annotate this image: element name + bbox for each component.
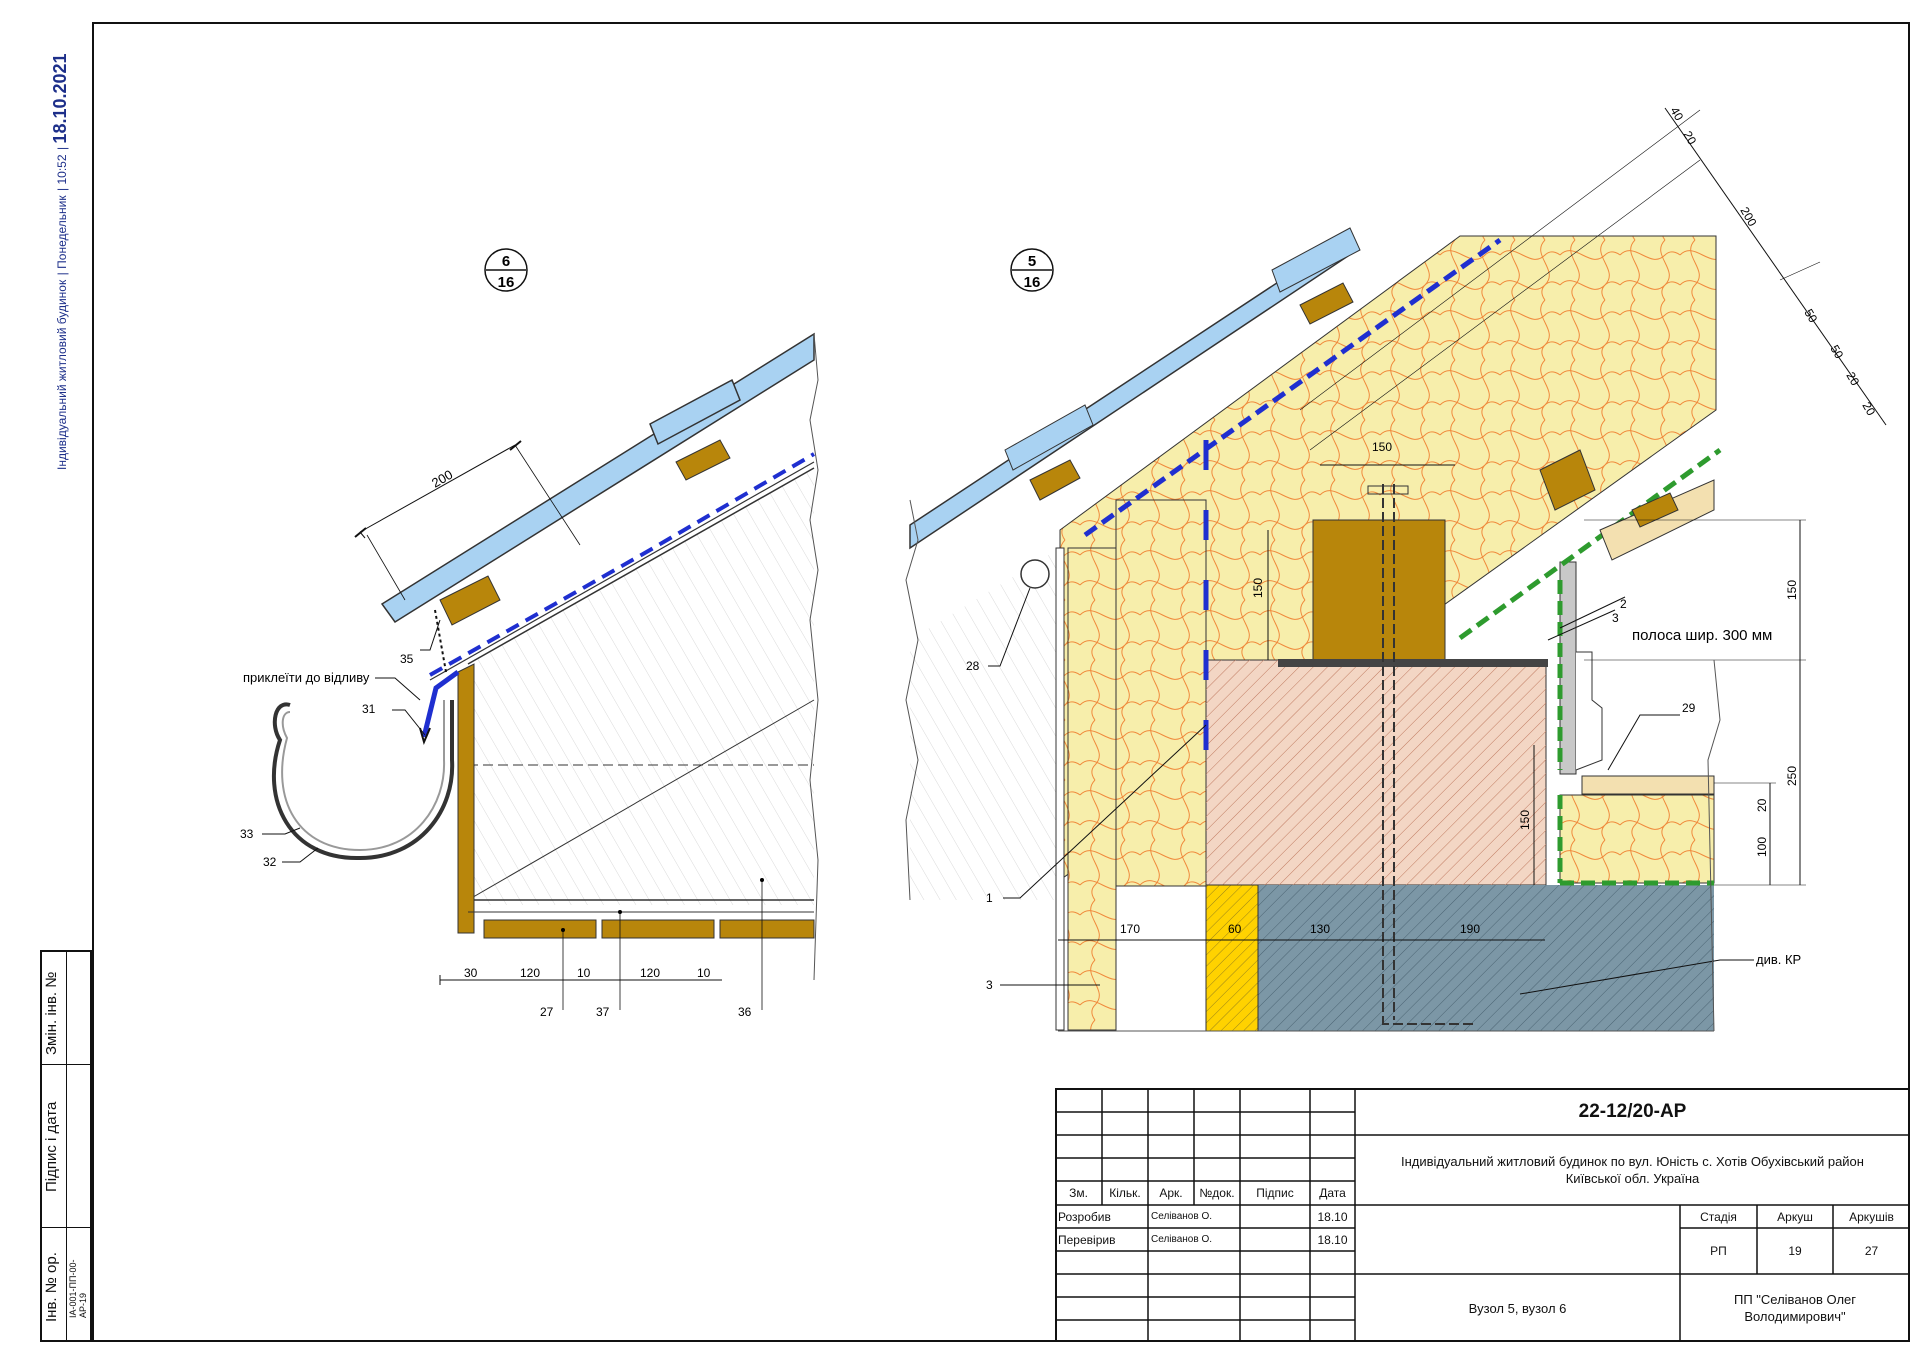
label-28: 28 [966, 659, 980, 673]
project-code: 22-12/20-АР [1578, 1100, 1687, 1122]
sheet-name: Вузол 5, вузол 6 [1468, 1300, 1567, 1316]
timber-beam [1312, 519, 1446, 661]
label-3b: 3 [986, 978, 993, 992]
dim-top-20b: 20 [1843, 370, 1862, 389]
title-block [1055, 1088, 1910, 1342]
soffit-board-3 [719, 919, 815, 939]
dim-top-20c: 20 [1859, 400, 1878, 419]
label-1: 1 [986, 891, 993, 905]
dim-10a: 10 [577, 966, 591, 980]
dim-bottom-130: 130 [1310, 922, 1330, 936]
label-3a: 3 [1612, 611, 1619, 625]
wall-insulation-inner [1115, 499, 1207, 887]
header-ndok: №док. [1199, 1186, 1235, 1200]
left-stamp [40, 950, 92, 1342]
label-35: 35 [400, 652, 414, 666]
description-line-1: Індивідуальний житловий будинок по вул. … [1401, 1154, 1864, 1169]
dim-right-20: 20 [1755, 798, 1769, 812]
drip-edge [421, 669, 460, 738]
stage-value: РП [1710, 1244, 1727, 1258]
dim-bottom-170: 170 [1120, 922, 1140, 936]
membrane-line [429, 452, 816, 677]
sheet-value: 19 [1788, 1244, 1802, 1258]
batten-1 [439, 575, 501, 626]
date-checker: 18.10 [1317, 1232, 1348, 1247]
stage-label: Стадія [1700, 1209, 1737, 1224]
wall-insulation-outer [1067, 547, 1117, 1031]
dim-150-top: 150 [1372, 440, 1392, 454]
floor-insulation [1559, 794, 1715, 884]
name-checker: Селіванов О. [1151, 1234, 1213, 1245]
detail-5-callout-top: 5 [1028, 253, 1036, 270]
date-developer: 18.10 [1317, 1209, 1348, 1224]
soffit-board-2 [601, 919, 715, 939]
dim-10b: 10 [697, 966, 711, 980]
label-31: 31 [362, 702, 376, 716]
detail-5-callout-bottom: 16 [1024, 274, 1041, 291]
membrane-5 [1083, 237, 1502, 538]
roof-tile-overlap [649, 378, 741, 446]
dim-200-label: 200 [429, 467, 455, 491]
dim-top-50a: 50 [1801, 307, 1820, 326]
dim-120b: 120 [640, 966, 660, 980]
dim-right-150: 150 [1785, 580, 1799, 600]
dim-top-40: 40 [1667, 105, 1686, 124]
header-kilk: Кільк. [1109, 1186, 1141, 1200]
sheets-value: 27 [1864, 1244, 1879, 1258]
batten-2 [675, 439, 731, 481]
header-pidpys: Підпис [1256, 1186, 1294, 1200]
strip-note: полоса шир. 300 мм [1632, 627, 1772, 644]
company-name: ПП "Селіванов Олег Володимирович" [1733, 1292, 1856, 1324]
drawing-frame [92, 22, 1910, 1342]
role-developer: Розробив [1058, 1209, 1111, 1224]
roof-tile-overlap-2 [1271, 227, 1361, 293]
dim-top-200: 200 [1737, 205, 1759, 230]
dim-bottom-190: 190 [1460, 922, 1480, 936]
header-data: Дата [1319, 1186, 1346, 1200]
dim-top-20a: 20 [1680, 129, 1699, 148]
soffit-board-1 [483, 919, 597, 939]
ref-note: див. КР [1756, 952, 1801, 967]
dim-150-left: 150 [1251, 578, 1265, 598]
dim-right-100: 100 [1755, 837, 1769, 857]
sheet-label: Аркуш [1777, 1209, 1813, 1224]
detail-6-callout-top: 6 [502, 253, 510, 270]
label-37: 37 [596, 1005, 610, 1019]
label-2: 2 [1620, 597, 1627, 611]
glue-note: приклеїти до відливу [243, 670, 370, 685]
fascia-board [457, 663, 475, 934]
roof-tile-overlap-1 [1004, 404, 1094, 471]
dim-right-250: 250 [1785, 766, 1799, 786]
project-description: Індивідуальний житловий будинок по вул. … [1355, 1135, 1910, 1205]
description-line-2: Київської обл. Україна [1565, 1171, 1700, 1186]
label-27: 27 [540, 1005, 554, 1019]
rafter-section [468, 468, 814, 905]
header-ark: Арк. [1159, 1186, 1183, 1200]
gutter [271, 700, 455, 861]
detail-6 [262, 248, 819, 1010]
sheets-label: Аркушів [1849, 1209, 1894, 1224]
role-checker: Перевірив [1058, 1232, 1116, 1247]
dim-bottom-60: 60 [1228, 922, 1242, 936]
header-zm: Зм. [1069, 1186, 1088, 1200]
label-36: 36 [738, 1005, 752, 1019]
dim-120a: 120 [520, 966, 540, 980]
label-29: 29 [1682, 701, 1696, 715]
detail-6-callout-bottom: 16 [498, 274, 515, 291]
dim-30: 30 [464, 966, 478, 980]
floor-board [1581, 775, 1715, 795]
label-32: 32 [263, 855, 277, 869]
dim-top-50b: 50 [1827, 343, 1846, 362]
name-developer: Селіванов О. [1151, 1211, 1213, 1222]
label-33: 33 [240, 827, 254, 841]
dim-150-inner: 150 [1518, 810, 1532, 830]
detail-5 [905, 107, 1887, 1032]
strip-300 [1278, 659, 1548, 667]
